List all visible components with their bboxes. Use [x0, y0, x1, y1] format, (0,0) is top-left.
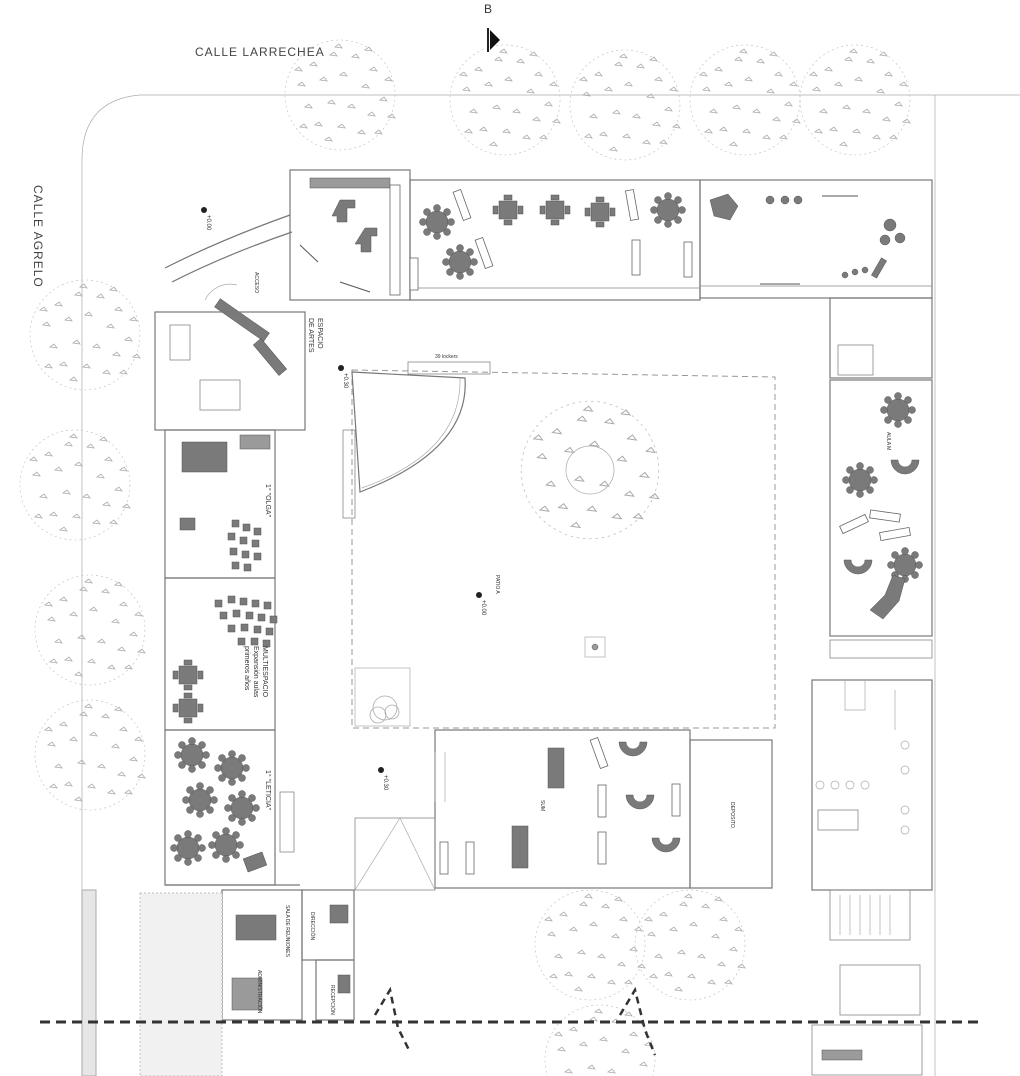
room-label-olga: 1° "OLGA" [264, 484, 272, 518]
room-label-acceso: ACCESO [253, 272, 259, 293]
level-patio: +0.00 [480, 600, 486, 616]
street-trees-top [284, 39, 911, 161]
room-label-sala-reuniones: SALA DE REUNIONES [284, 905, 290, 958]
east-wing [811, 297, 933, 1076]
room-label-espacio-artes-1: ESPACIO [316, 318, 323, 349]
level-arts: +0.30 [342, 373, 348, 389]
room-label-lockers: 39 lockers [435, 354, 458, 360]
patio-plant [369, 695, 400, 724]
room-label-administracion: ADMINISTRACIÓN [256, 970, 263, 1014]
room-label-multiespacio-3: primeros años [243, 646, 250, 691]
section-marker-arrow [490, 30, 500, 50]
level-bottom: +0.30 [382, 775, 388, 791]
room-label-patio: PATIO A [494, 575, 500, 594]
room-label-leticia: 1° "LETICIA" [264, 770, 272, 811]
room-label-sum: SUM [539, 800, 545, 811]
street-trees-left [19, 279, 146, 811]
patio [342, 361, 776, 729]
level-entry: +0.00 [205, 215, 211, 231]
room-label-espacio-artes-2: DE ARTES [307, 318, 314, 353]
room-label-multiespacio-2: Expansión aulas [252, 646, 259, 698]
room-label-multiespacio-1: MULTIESPACIO [261, 646, 268, 698]
room-label-aula: AULA M [885, 432, 891, 450]
street-label-larrechea: CALLE LARRECHEA [195, 45, 325, 59]
entrance [164, 214, 293, 376]
room-label-recepcion: RECEPCIÓN [329, 985, 336, 1015]
west-wing [154, 311, 306, 886]
rear-trees [534, 889, 746, 1076]
admin-block [81, 889, 355, 1076]
south-block [354, 729, 773, 891]
street-label-agrelo: CALLE AGRELO [31, 185, 45, 288]
section-marker-label: B [484, 2, 492, 16]
north-wing [289, 169, 933, 301]
room-label-deposito: DEPOSITO [729, 802, 735, 828]
courtyard-tree [520, 400, 660, 540]
room-label-direccion: DIRECCIÓN [309, 912, 316, 940]
